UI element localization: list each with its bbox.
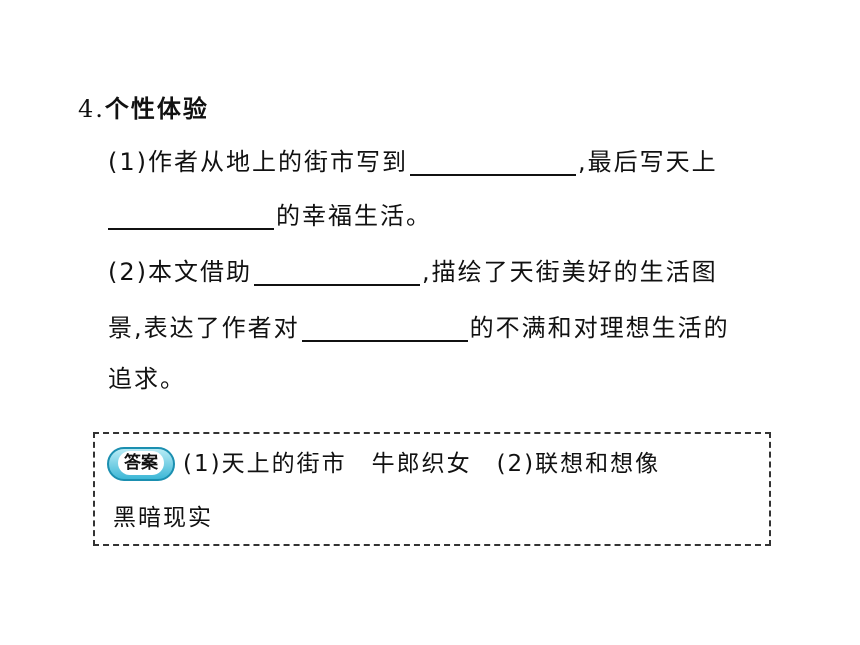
blank-3[interactable] (254, 284, 420, 286)
blank-2[interactable] (108, 228, 274, 230)
answer-line1: (1)天上的街市 牛郎织女 (2)联想和想像 (183, 451, 661, 477)
part2-line1: (2)本文借助 ,描绘了天街美好的生活图 (108, 255, 718, 289)
answer-badge[interactable]: 答案 (107, 447, 175, 481)
answer-badge-label: 答案 (118, 451, 164, 475)
part2-line3: 追求。 (108, 362, 186, 396)
part1-text-a: (1)作者从地上的街市写到 (108, 148, 408, 176)
part2-text-b: ,描绘了天街美好的生活图 (422, 258, 718, 286)
part2-text-d: 的不满和对理想生活的 (469, 314, 730, 342)
answer-line2: 黑暗现实 (113, 505, 213, 531)
part2-text-c: 景,表达了作者对 (108, 314, 300, 342)
answer-box: 答案 (1)天上的街市 牛郎织女 (2)联想和想像 黑暗现实 (93, 432, 771, 546)
part2-text-a: (2)本文借助 (108, 258, 252, 286)
part1-line1: (1)作者从地上的街市写到 ,最后写天上 (108, 145, 718, 179)
blank-4[interactable] (301, 340, 468, 342)
part1-line2: 的幸福生活。 (108, 199, 432, 233)
question-title-text: 个性体验 (104, 95, 209, 123)
part1-text-c: 的幸福生活。 (276, 202, 432, 230)
question-number: 4. (78, 95, 105, 123)
blank-1[interactable] (410, 174, 576, 176)
part2-line2: 景,表达了作者对 的不满和对理想生活的 (108, 311, 730, 345)
part2-text-e: 追求。 (108, 365, 186, 393)
question-title: 4.个性体验 (78, 92, 209, 126)
part1-text-b: ,最后写天上 (578, 148, 718, 176)
